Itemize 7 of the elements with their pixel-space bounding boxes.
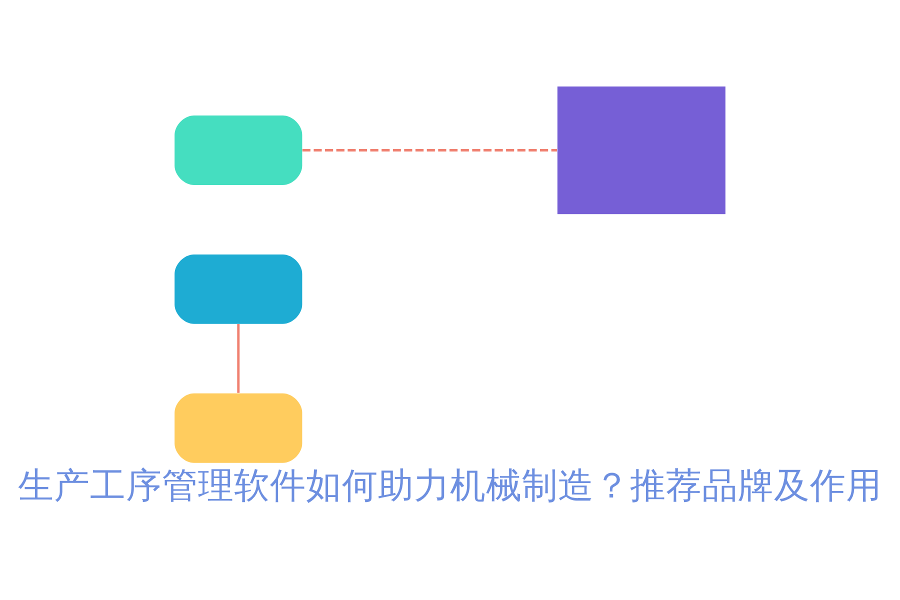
- connector: [302, 148, 557, 151]
- node-box: [174, 115, 302, 184]
- node-box: [174, 254, 302, 324]
- connector: [237, 324, 240, 392]
- diagram-title: 生产工序管理软件如何助力机械制造？推荐品牌及作用: [18, 465, 882, 506]
- node-box: [557, 86, 726, 214]
- node-box: [174, 392, 302, 462]
